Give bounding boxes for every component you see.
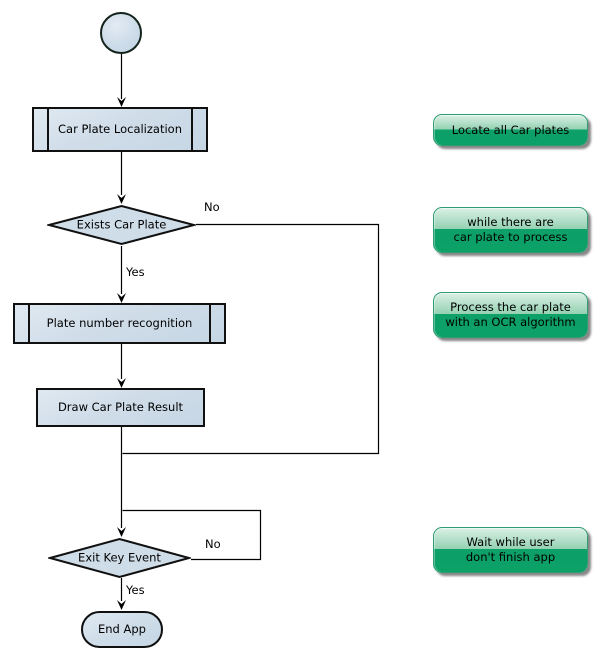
note-text: while there are: [467, 215, 554, 229]
note-text: Locate all Car plates: [451, 122, 570, 137]
note-text: don't finish app: [465, 550, 556, 564]
edge-label-no: No: [204, 200, 220, 214]
node-label: Plate number recognition: [46, 316, 193, 330]
node-end-app: End App: [81, 611, 163, 648]
node-draw-car-plate-result: Draw Car Plate Result: [36, 388, 205, 427]
edge-exists-no-branch: [122, 223, 380, 455]
arrowhead: [117, 293, 126, 303]
node-exit-key-event: Exit Key Event: [48, 537, 191, 579]
note-text: Process the car plate: [450, 300, 571, 314]
arrowhead: [117, 97, 126, 107]
edge-label-no: No: [205, 537, 221, 551]
node-exists-car-plate: Exists Car Plate: [47, 204, 196, 246]
note-text: with an OCR algorithm: [445, 315, 576, 329]
predefined-process-bar-left: [47, 109, 49, 150]
node-plate-number-recognition: Plate number recognition: [13, 303, 226, 344]
edge-label-yes: Yes: [126, 583, 145, 597]
decision-shape: [47, 204, 196, 246]
note-locate-all-car-plates: Locate all Car plates: [433, 114, 588, 146]
node-label: Exit Key Event: [78, 550, 161, 565]
note-wait-user-finish: Wait while user don't finish app: [433, 527, 588, 573]
node-car-plate-localization: Car Plate Localization: [32, 107, 208, 152]
node-label: Draw Car Plate Result: [57, 400, 184, 414]
arrowhead: [117, 600, 126, 610]
node-label: End App: [98, 622, 146, 636]
note-while-car-plates: while there are car plate to process: [433, 207, 588, 253]
node-label: Exists Car Plate: [76, 217, 167, 232]
note-process-ocr: Process the car plate with an OCR algori…: [433, 292, 588, 338]
edge-label-yes: Yes: [126, 265, 145, 279]
edge-exit-no-loop: [122, 509, 262, 561]
node-label: Car Plate Localization: [58, 122, 182, 136]
decision-shape: [48, 537, 191, 579]
note-text: Wait while user: [466, 535, 555, 549]
arrowhead: [117, 194, 126, 204]
predefined-process-bar-right: [191, 109, 193, 150]
predefined-process-bar-left: [28, 305, 30, 342]
arrowhead: [117, 378, 126, 388]
predefined-process-bar-right: [209, 305, 211, 342]
note-text: car plate to process: [453, 230, 568, 244]
start-node: [100, 12, 142, 54]
arrowhead: [117, 527, 126, 537]
